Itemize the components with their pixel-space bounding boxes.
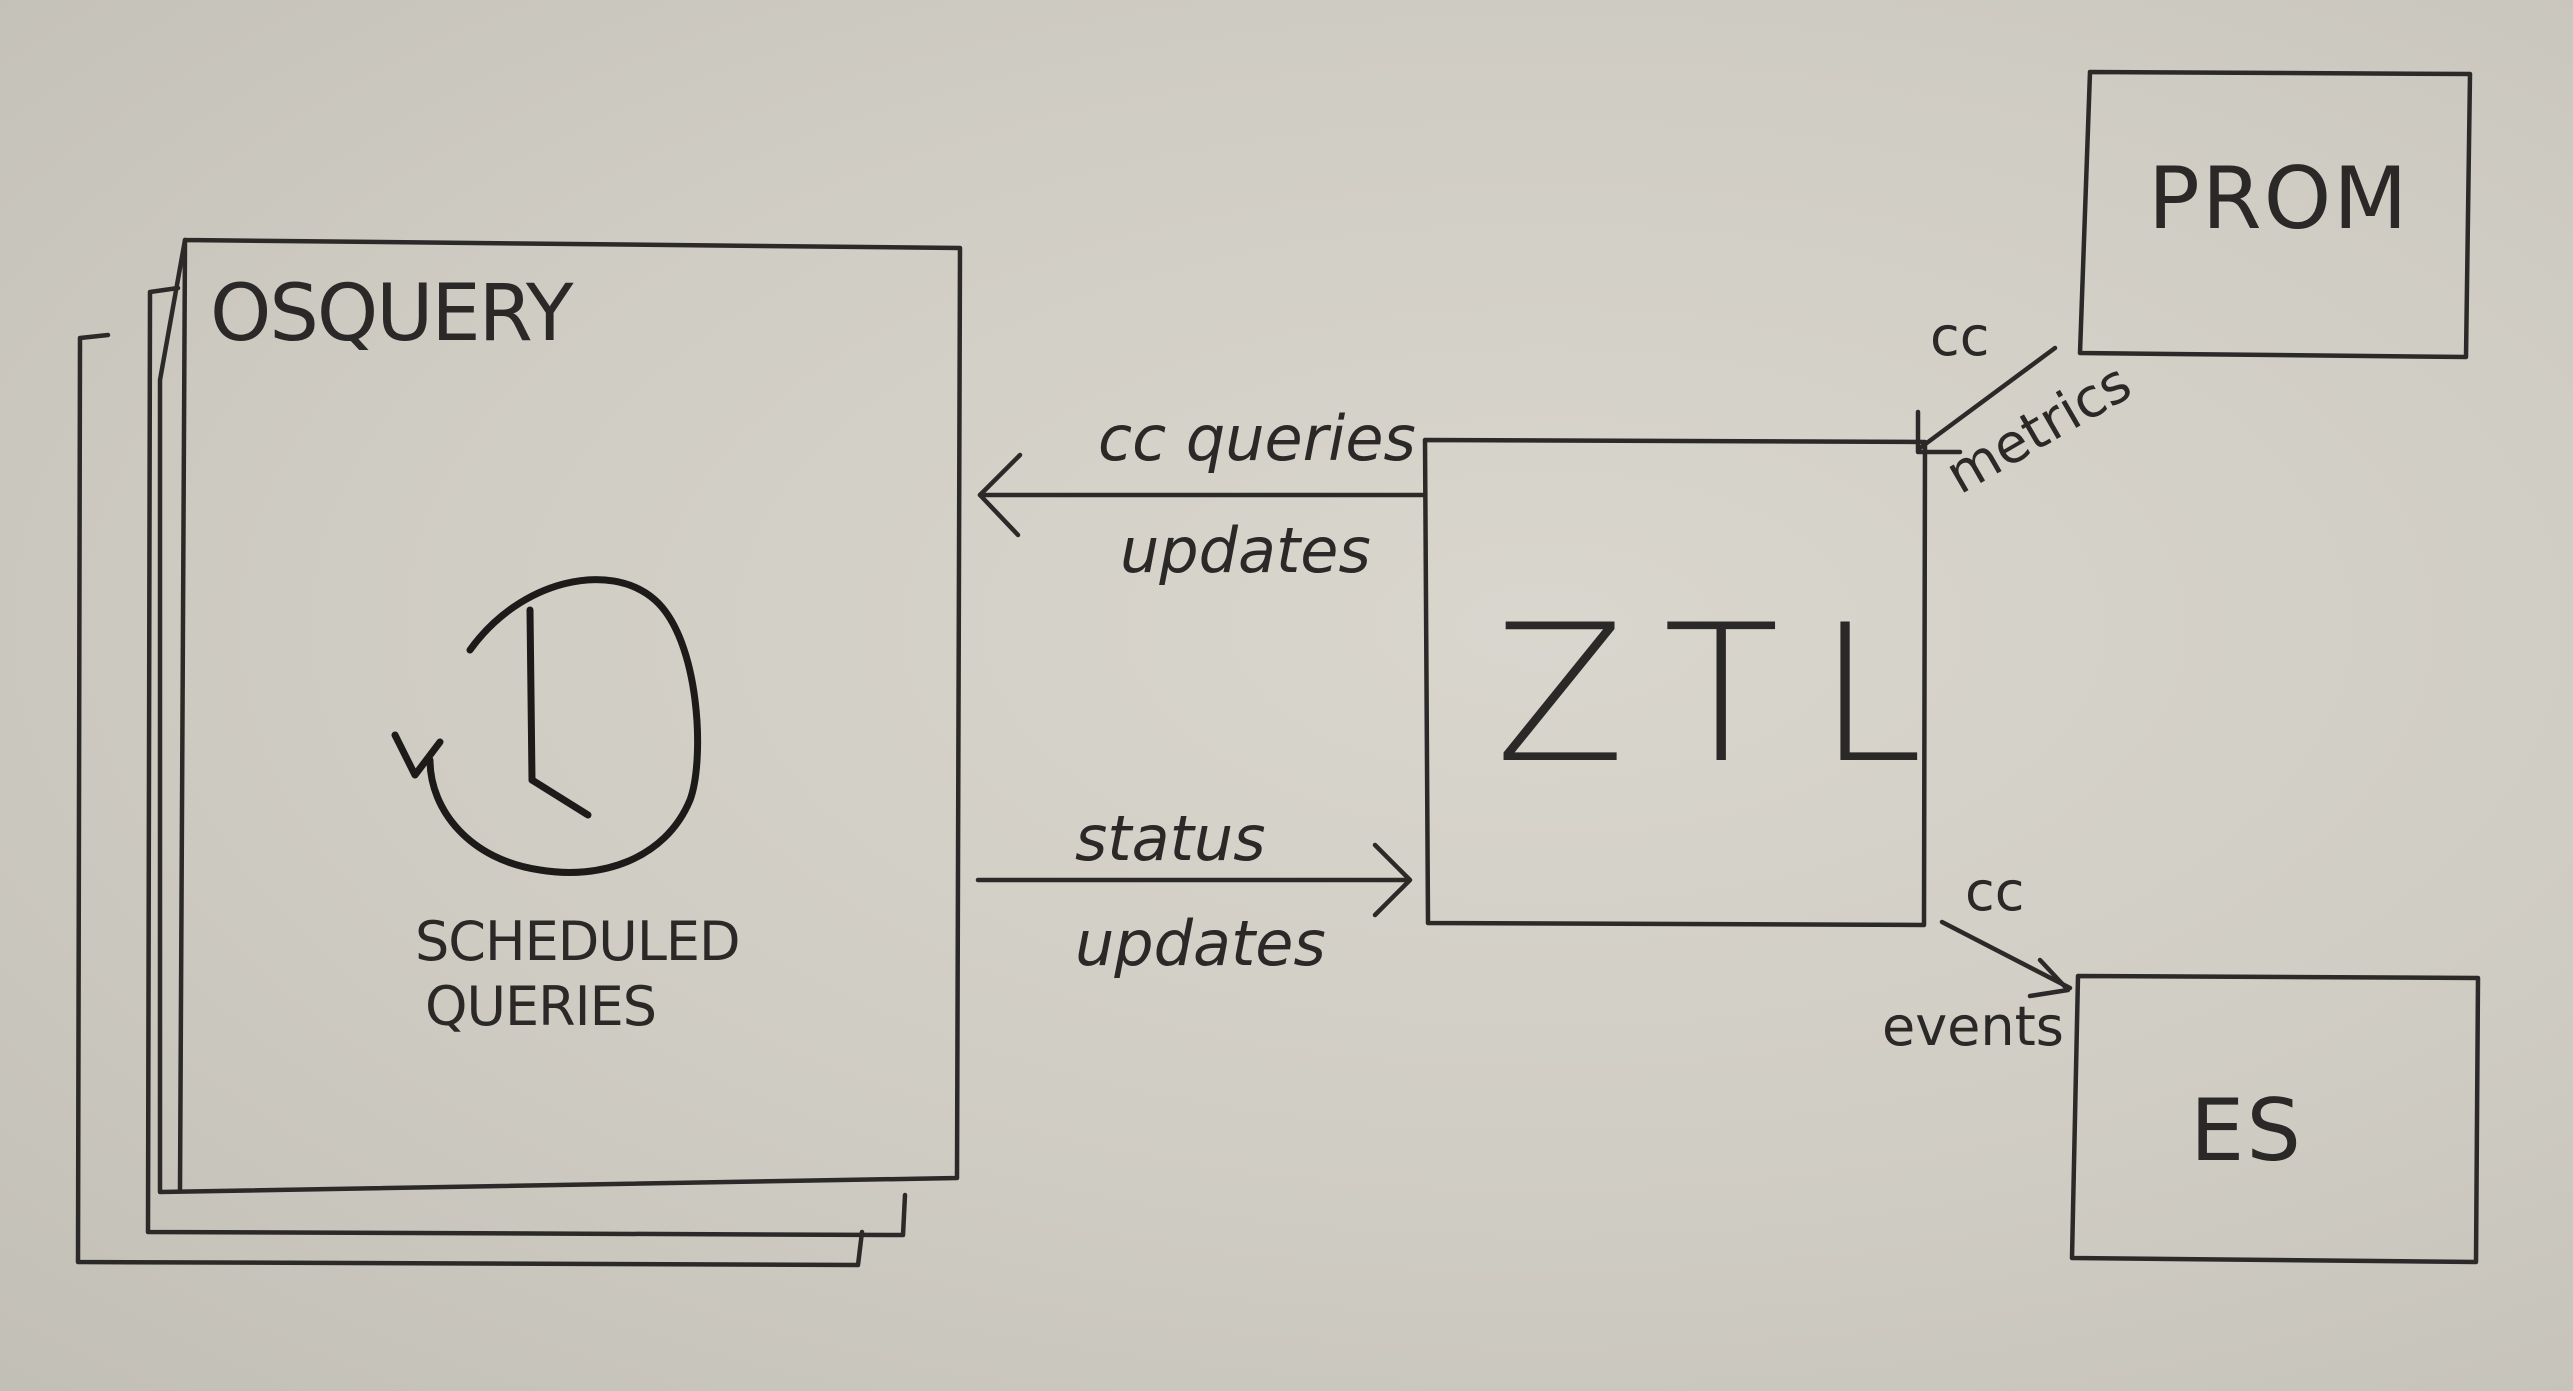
clock-icon-rotation-arrow (391, 731, 444, 779)
metrics-arrow-line (1917, 345, 2058, 451)
query-updates-label-line2: updates (1120, 514, 1371, 587)
events-label-line1: cc (1965, 860, 2024, 923)
prom-box (2077, 69, 2473, 360)
edge-metrics: cc metrics (1915, 305, 2141, 507)
edge-query-updates: cc queries updates (977, 402, 1428, 587)
es-box (2069, 973, 2481, 1265)
queries-label: QUERIES (425, 975, 656, 1038)
osquery-node: OSQUERY SCHEDULED QUERIES (75, 237, 963, 1268)
query-updates-arrowhead (977, 452, 1023, 538)
osquery-page-front (157, 237, 963, 1195)
ztl-label: ZTL (1495, 584, 1961, 805)
clock-icon-hand-long (526, 606, 536, 784)
status-updates-arrowhead (1372, 842, 1413, 918)
clock-icon-face (426, 576, 702, 876)
scheduled-label: SCHEDULED (415, 910, 740, 973)
prom-label: PROM (2148, 149, 2410, 249)
query-updates-label-line1: cc queries (1098, 402, 1416, 475)
metrics-label-line2: metrics (1935, 351, 2141, 507)
edge-events: cc events (1882, 860, 2073, 1058)
osquery-page-middle (145, 285, 908, 1238)
prom-node: PROM (2077, 69, 2473, 360)
metrics-arrowhead (1915, 409, 1963, 455)
metrics-label-line1: cc (1930, 305, 1989, 368)
events-label-line2: events (1882, 995, 2064, 1058)
events-arrowhead (2027, 957, 2071, 999)
ztl-box (1422, 437, 1928, 928)
edge-status-updates: status updates (975, 802, 1413, 980)
events-arrow-line (1939, 919, 2073, 991)
es-label: ES (2190, 1081, 2303, 1181)
status-updates-label-line1: status (1075, 802, 1266, 875)
clock-icon (391, 576, 702, 876)
es-node: ES (2069, 973, 2481, 1265)
osquery-page-back (75, 332, 865, 1268)
osquery-title: OSQUERY (210, 269, 574, 359)
ztl-node: ZTL (1422, 437, 1961, 928)
status-updates-label-line2: updates (1075, 907, 1326, 980)
osquery-page-front-left-edge (177, 237, 188, 1193)
clock-icon-hand-short (528, 776, 592, 819)
